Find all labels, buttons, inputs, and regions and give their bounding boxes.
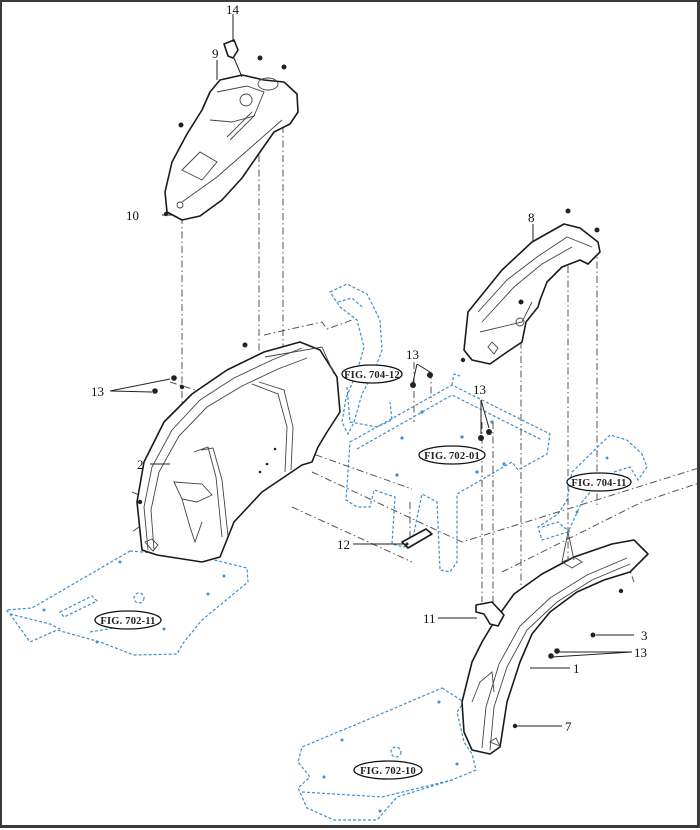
callout-13-right: 13 [634, 645, 647, 660]
figure-ref-702-01[interactable]: FIG. 702-01 [418, 445, 486, 465]
ref-part-702-01 [345, 373, 551, 573]
figure-ref-702-10[interactable]: FIG. 702-10 [353, 760, 423, 780]
part-8-right-cover [463, 223, 601, 365]
figure-ref-704-12-label: FIG. 704-12 [344, 370, 400, 381]
callout-13-center-right: 13 [473, 382, 486, 397]
fasteners [137, 55, 624, 729]
part-9-upper-cover [164, 74, 299, 221]
callout-13-center: 13 [406, 347, 419, 362]
leader-lines [109, 60, 634, 727]
callout-9: 9 [212, 46, 219, 61]
figure-ref-702-01-label: FIG. 702-01 [424, 451, 480, 462]
figure-ref-704-11-label: FIG. 704-11 [571, 478, 626, 489]
callout-7: 7 [565, 719, 572, 734]
figure-ref-702-11-label: FIG. 702-11 [100, 616, 155, 627]
callout-11: 11 [423, 611, 436, 626]
part-2-left-fender [136, 341, 341, 563]
ref-part-702-11 [4, 550, 249, 656]
figure-ref-702-10-label: FIG. 702-10 [360, 766, 416, 777]
figure-ref-704-12[interactable]: FIG. 704-12 [341, 364, 403, 384]
callout-labels: 14 9 10 8 13 13 13 2 12 11 3 13 1 7 [91, 2, 648, 734]
callout-14: 14 [226, 2, 240, 17]
part-1-right-fender [461, 531, 649, 755]
callout-1: 1 [573, 661, 580, 676]
callout-12: 12 [337, 537, 350, 552]
callout-8: 8 [528, 210, 535, 225]
ref-part-702-10 [297, 687, 477, 821]
callout-10: 10 [126, 208, 139, 223]
figure-ref-702-11[interactable]: FIG. 702-11 [94, 610, 162, 630]
figure-ref-704-11[interactable]: FIG. 704-11 [566, 472, 632, 492]
callout-13-left: 13 [91, 384, 104, 399]
callout-2: 2 [137, 457, 144, 472]
part-12-link [401, 528, 433, 549]
part-11-bracket [475, 601, 505, 627]
part-14-cap [223, 14, 243, 78]
callout-3: 3 [641, 628, 648, 643]
